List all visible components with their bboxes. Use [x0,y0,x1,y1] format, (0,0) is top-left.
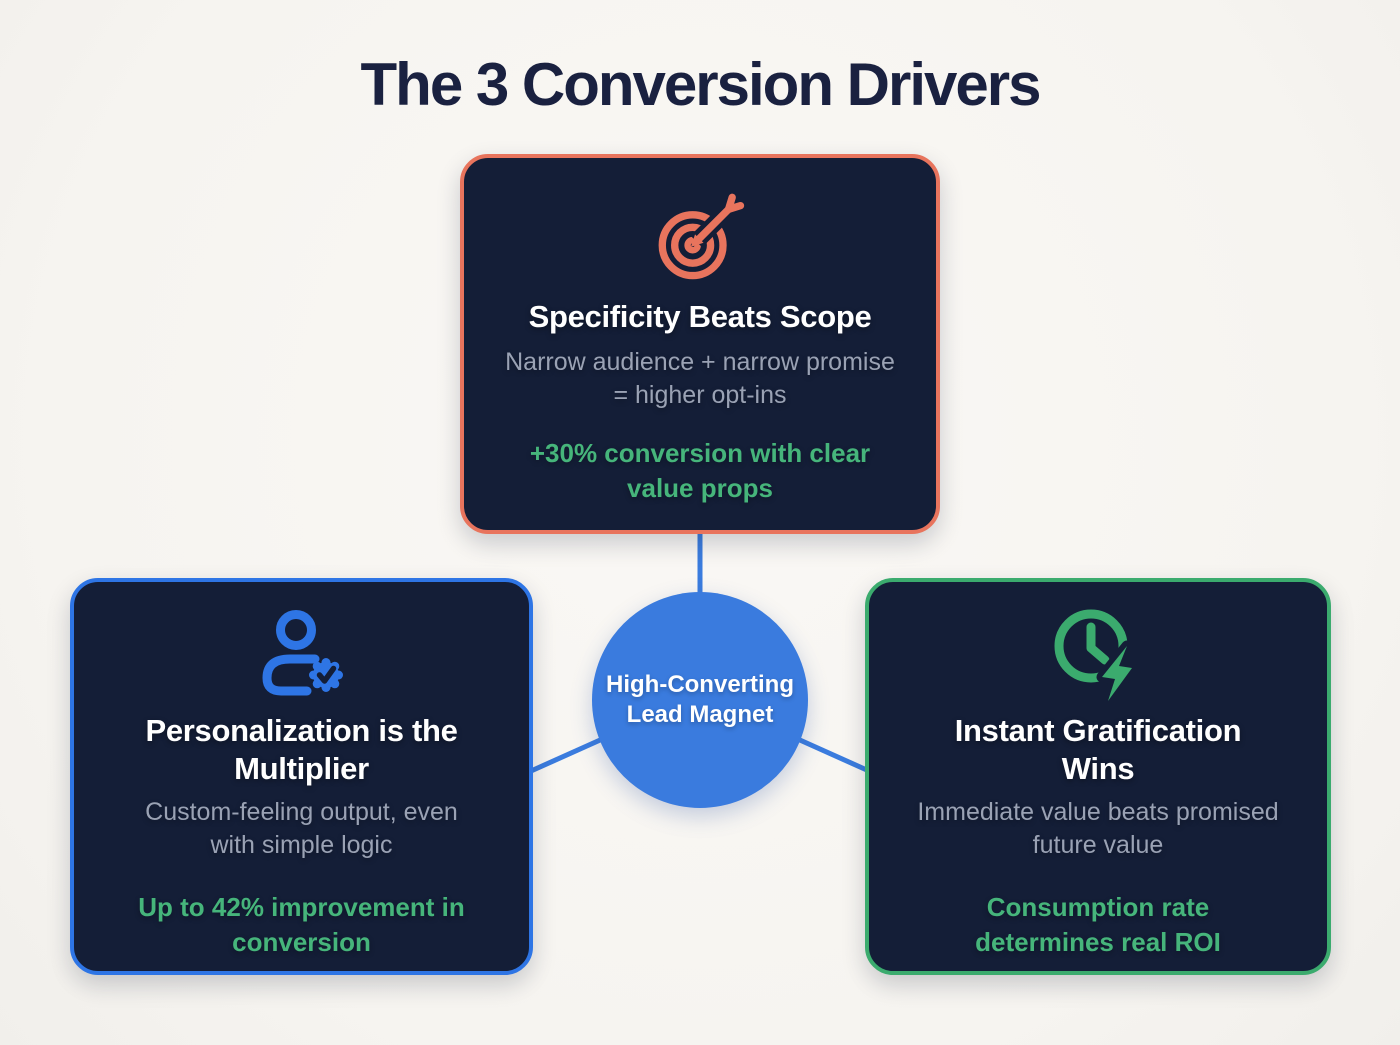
card-subtitle: Custom-feeling output, even with simple … [145,798,458,859]
card-specificity: Specificity Beats Scope Narrow audience … [460,154,940,534]
clock-bolt-icon [1048,604,1148,704]
user-check-icon [252,604,352,704]
center-node: High-Converting Lead Magnet [592,592,808,808]
page-title: The 3 Conversion Drivers [360,51,1042,118]
card-subtitle: Immediate value beats promised future va… [917,798,1279,859]
card-title: Personalization is the Multiplier [145,713,458,786]
card-personalization: Personalization is the Multiplier Custom… [70,578,533,975]
center-node-label: High-Converting Lead Magnet [606,671,794,728]
card-stat: +30% conversion with clear value props [529,438,871,503]
card-stat: Up to 42% improvement in conversion [138,892,465,957]
card-instant-gratification: Instant Gratification Wins Immediate val… [865,578,1331,975]
target-icon [654,190,746,282]
card-subtitle: Narrow audience + narrow promise = highe… [505,348,895,409]
card-stat: Consumption rate determines real ROI [975,892,1221,957]
card-title: Specificity Beats Scope [528,299,872,334]
card-title: Instant Gratification Wins [954,713,1242,786]
